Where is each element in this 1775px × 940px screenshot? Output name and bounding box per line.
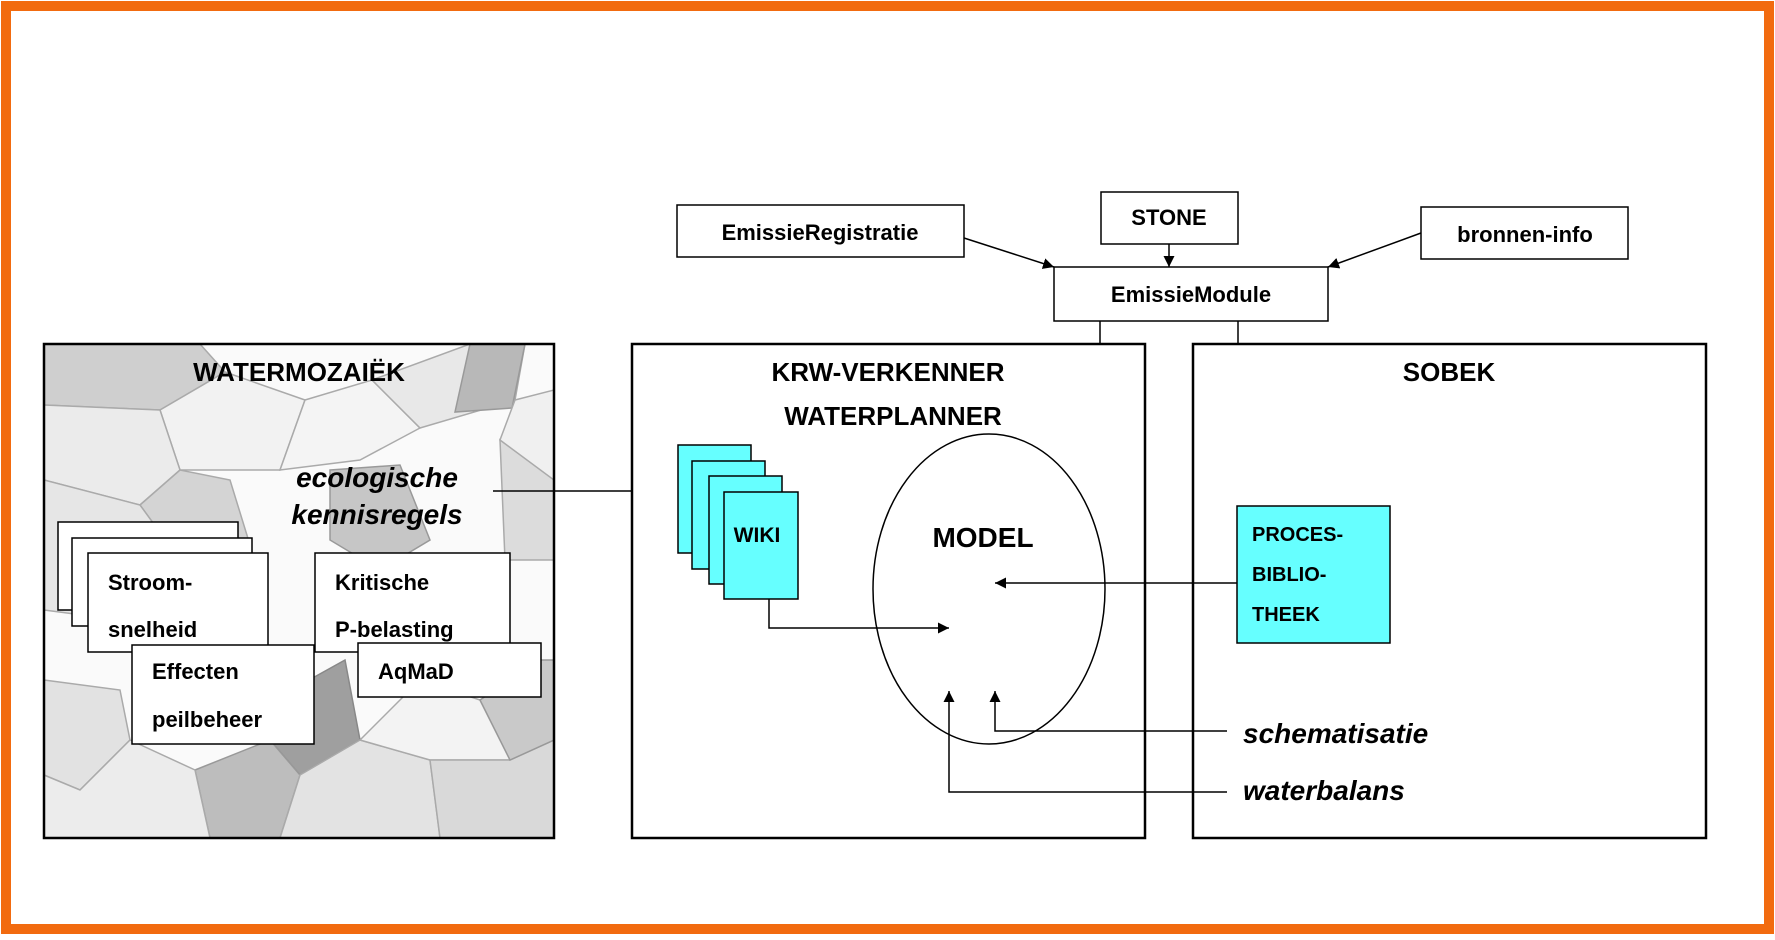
stroom-line1: Stroom- bbox=[108, 570, 192, 595]
bronnen-info-box: bronnen-info bbox=[1420, 206, 1629, 260]
effecten-line1: Effecten bbox=[152, 659, 239, 684]
aqmad-label: AqMaD bbox=[378, 659, 454, 684]
effecten-line2: peilbeheer bbox=[152, 707, 262, 732]
stone-label: STONE bbox=[1131, 205, 1206, 230]
waterbalans-label: waterbalans bbox=[1243, 775, 1405, 806]
aqmad-card: AqMaD bbox=[357, 642, 542, 698]
effecten-card: Effecten peilbeheer bbox=[131, 644, 315, 745]
watermozaiek-title: WATERMOZAIËK bbox=[193, 357, 405, 387]
emissie-module-label: EmissieModule bbox=[1111, 282, 1271, 307]
emissie-registratie-box: EmissieRegistratie bbox=[676, 204, 965, 258]
bronnen-info-label: bronnen-info bbox=[1457, 222, 1593, 247]
schematisatie-label: schematisatie bbox=[1243, 718, 1428, 749]
model-ellipse: MODEL bbox=[872, 433, 1106, 745]
watermozaiek-border bbox=[42, 342, 556, 840]
arrow-schematisatie-to-model bbox=[989, 691, 1227, 732]
stone-box: STONE bbox=[1100, 191, 1239, 245]
emissie-module-box: EmissieModule bbox=[1053, 266, 1329, 322]
krw-title-line1: KRW-VERKENNER bbox=[771, 357, 1004, 387]
sobek-panel: SOBEK PROCES- BIBLIO- THEEK schematisati… bbox=[1191, 342, 1708, 840]
proces-line2: BIBLIO- bbox=[1252, 564, 1326, 586]
kritische-line1: Kritische bbox=[335, 570, 429, 595]
stroom-line2: snelheid bbox=[108, 617, 197, 642]
ecologische-label: ecologische bbox=[296, 462, 458, 493]
model-label: MODEL bbox=[932, 522, 1033, 553]
stroomsnelheid-card: Stroom- snelheid bbox=[87, 552, 269, 653]
kritische-line2: P-belasting bbox=[335, 617, 454, 642]
watermozaiek-panel: WATERMOZAIËK ecologische kennisregels St… bbox=[42, 342, 556, 840]
kennisregels-label: kennisregels bbox=[291, 499, 462, 530]
krw-verkenner-panel: KRW-VERKENNER WATERPLANNER WIKI MODEL bbox=[630, 342, 1147, 840]
procesbibliotheek-box: PROCES- BIBLIO- THEEK bbox=[1236, 505, 1391, 644]
kritische-card: Kritische P-belasting bbox=[314, 552, 511, 653]
arrow-wiki-to-model bbox=[768, 599, 949, 634]
arrow-bronnen-to-module bbox=[1327, 232, 1422, 269]
krw-title-line2: WATERPLANNER bbox=[784, 401, 1002, 431]
proces-line3: THEEK bbox=[1252, 604, 1320, 626]
proces-line1: PROCES- bbox=[1252, 524, 1343, 546]
sobek-title: SOBEK bbox=[1403, 357, 1496, 387]
wiki-label: WIKI bbox=[734, 524, 781, 547]
wiki-page-front: WIKI bbox=[723, 491, 799, 600]
arrow-registratie-to-module bbox=[963, 237, 1055, 269]
emissie-registratie-label: EmissieRegistratie bbox=[722, 220, 919, 245]
arrow-waterbalans-to-model bbox=[943, 691, 1227, 793]
